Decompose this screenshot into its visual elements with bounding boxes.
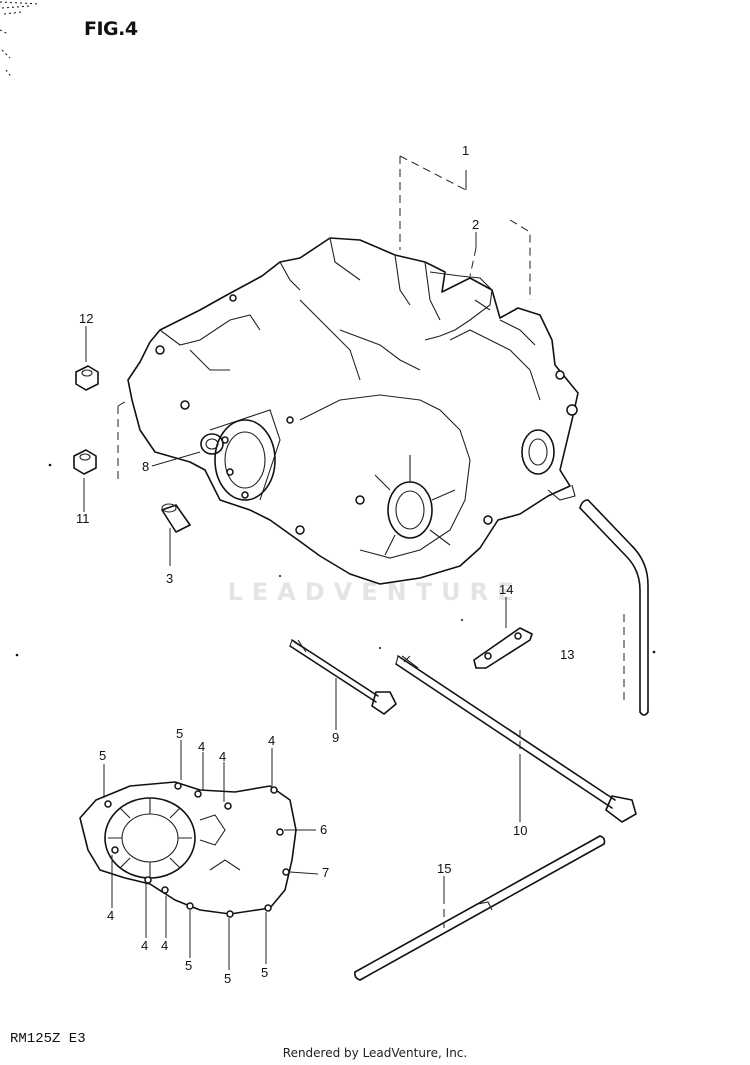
callout-4f: 4 <box>161 938 169 953</box>
callout-4b: 4 <box>219 749 227 764</box>
figure-title: FIG.4 <box>84 18 138 40</box>
callout-5b: 5 <box>176 726 184 741</box>
nut <box>73 449 97 475</box>
model-code: RM125Z E3 <box>10 1031 86 1047</box>
breather-hose <box>579 499 649 716</box>
callout-5c: 5 <box>185 958 193 973</box>
long-bolt <box>395 655 637 823</box>
hose-clamp <box>473 627 533 669</box>
callout-12: 12 <box>79 311 94 326</box>
callout-4c: 4 <box>268 733 276 748</box>
nut <box>75 365 99 391</box>
callout-5a: 5 <box>99 748 107 763</box>
callout-4e: 4 <box>141 938 149 953</box>
drain-hose <box>354 835 606 981</box>
callout-10: 10 <box>513 823 528 838</box>
crankcase-cover <box>79 781 297 918</box>
oil-seal <box>200 433 224 455</box>
callout-2: 2 <box>472 217 480 232</box>
crankcase-gasket <box>424 271 493 341</box>
callout-14: 14 <box>499 582 514 597</box>
dowel-pin <box>161 503 191 533</box>
leader-lines <box>83 155 625 970</box>
callout-9: 9 <box>332 730 340 745</box>
callout-4a: 4 <box>198 739 206 754</box>
callout-8: 8 <box>142 459 150 474</box>
crankcase-assembly <box>127 237 579 585</box>
callout-11: 11 <box>76 511 90 526</box>
callout-15: 15 <box>437 861 452 876</box>
callout-5e: 5 <box>261 965 269 980</box>
callout-6: 6 <box>320 822 328 837</box>
crankcase-bolt <box>289 639 397 715</box>
callout-7: 7 <box>322 865 330 880</box>
scan-noise <box>0 1 41 79</box>
callout-3: 3 <box>166 571 174 586</box>
watermark-text: LEADVENTURE <box>227 578 523 606</box>
callout-5d: 5 <box>224 971 232 986</box>
render-credit: Rendered by LeadVenture, Inc. <box>282 1046 468 1060</box>
callout-4d: 4 <box>107 908 115 923</box>
callout-1: 1 <box>462 143 470 158</box>
scan-dots <box>15 463 656 657</box>
callout-13: 13 <box>560 647 575 662</box>
